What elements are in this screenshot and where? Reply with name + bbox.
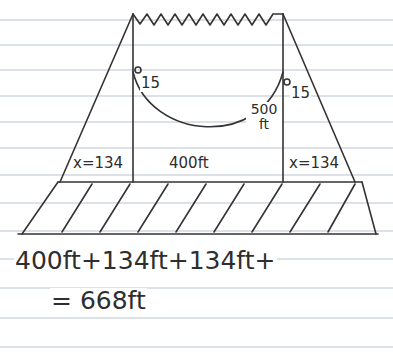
handwritten-label: 400ft+134ft+134ft+ <box>14 248 277 274</box>
bridge-lines <box>18 14 378 234</box>
handwritten-label: x=134 <box>72 156 124 172</box>
ruled-lines <box>0 20 393 347</box>
handwritten-label: 15 <box>140 76 161 92</box>
handwritten-label: 400ft <box>168 156 210 172</box>
handwritten-label: x=134 <box>288 156 340 172</box>
handwritten-label: 15 <box>290 86 311 102</box>
handwritten-label: = 668ft <box>50 288 147 314</box>
handwritten-label: 500 ft <box>246 102 282 131</box>
